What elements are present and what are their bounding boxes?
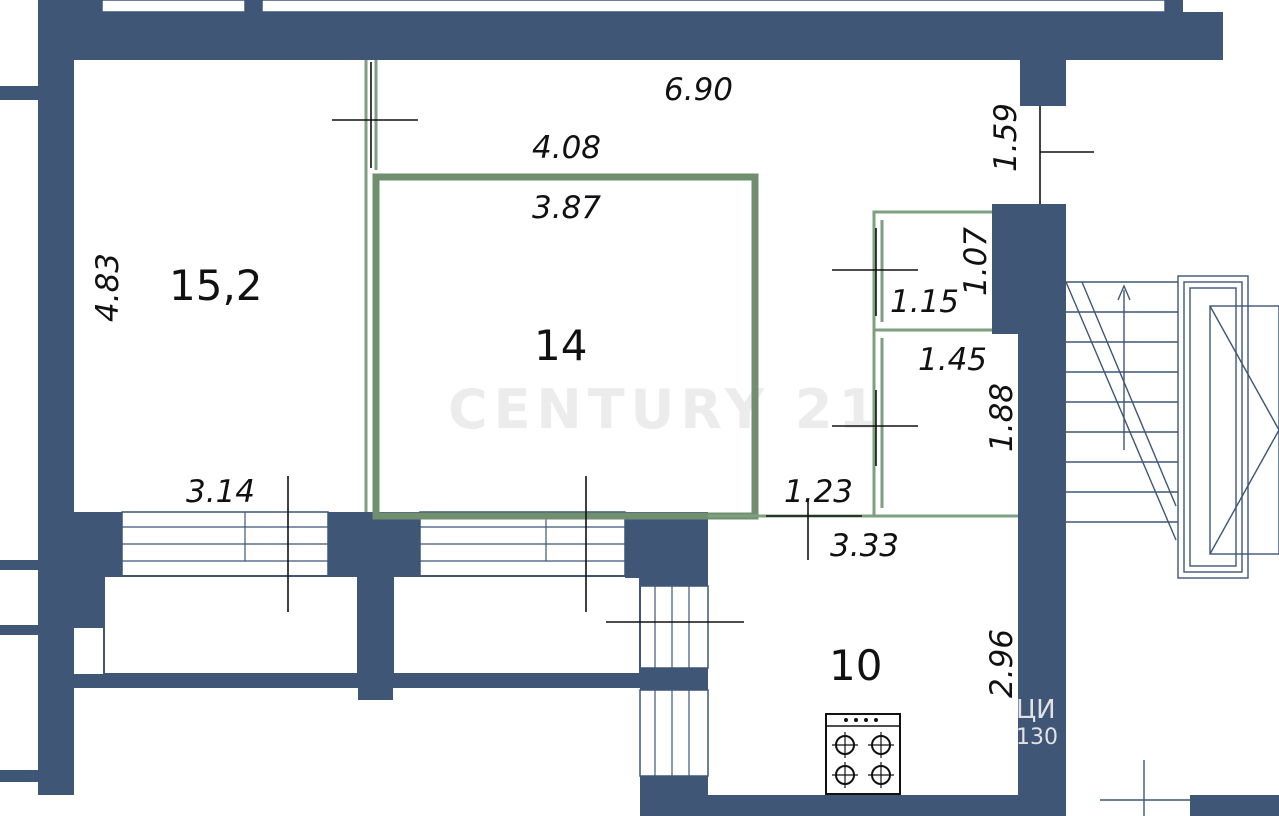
kitchen-width: 3.33	[830, 528, 899, 564]
left-room-width: 3.14	[186, 474, 255, 510]
middle-width-top: 4.08	[532, 130, 601, 166]
room-middle-area: 14	[534, 321, 587, 370]
wc-width: 1.15	[890, 284, 959, 320]
room-left-area: 15,2	[169, 261, 263, 310]
bath-width: 1.45	[918, 342, 987, 378]
kitchen-depth: 2.96	[984, 629, 1020, 698]
corridor-length: 6.90	[664, 72, 733, 108]
bath-depth: 1.88	[984, 383, 1020, 452]
middle-width-inner: 3.87	[532, 190, 601, 226]
left-room-depth: 4.83	[90, 253, 126, 322]
corner-fragment-line2: 130	[1016, 725, 1058, 750]
stairwell	[1065, 275, 1279, 816]
watermark: CENTURY 21	[448, 378, 882, 441]
corner-fragment-line1: ЦИ	[1016, 695, 1056, 725]
kitchen-area: 10	[829, 641, 882, 690]
kitchen-door-gap: 1.23	[784, 474, 853, 510]
corridor-width: 1.59	[988, 103, 1024, 172]
door-markers	[287, 62, 1094, 623]
stove-icon	[825, 713, 901, 795]
balcony	[103, 575, 641, 675]
windows	[101, 0, 1166, 777]
wc-depth: 1.07	[958, 227, 994, 296]
